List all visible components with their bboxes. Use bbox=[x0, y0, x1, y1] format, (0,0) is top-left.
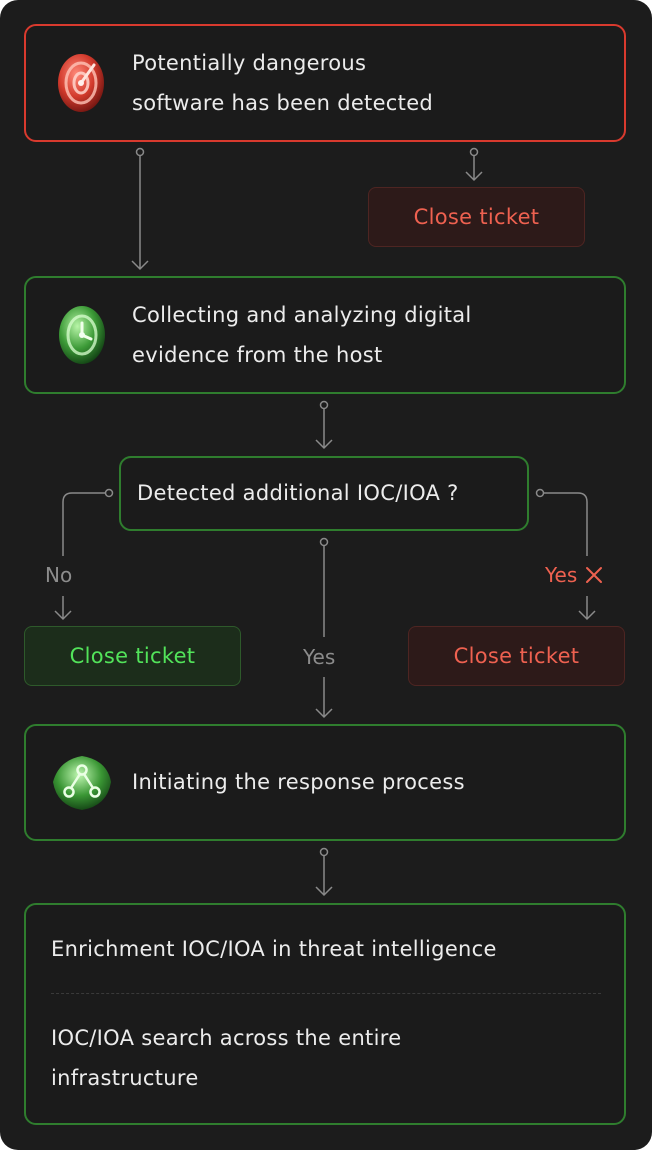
branch-label-no: No bbox=[45, 563, 73, 587]
step-enrichment-text: Enrichment IOC/IOA in threat intelligenc… bbox=[51, 937, 497, 961]
close-x-icon bbox=[586, 567, 603, 583]
step-response-text: Initiating the response process bbox=[132, 770, 465, 794]
branch-label-yes-right: Yes bbox=[545, 563, 603, 587]
arrow-detected-to-close bbox=[465, 147, 483, 182]
arrow-question-yes-right bbox=[535, 488, 596, 621]
step-detected-text: Potentially dangerous software has been … bbox=[132, 51, 434, 115]
green-analysis-icon bbox=[59, 306, 105, 364]
step-detected-box bbox=[24, 24, 626, 142]
decision-question-box bbox=[119, 456, 529, 531]
green-network-icon bbox=[53, 756, 111, 810]
branch-label-yes-right-text: Yes bbox=[545, 563, 578, 587]
arrow-question-yes-center bbox=[315, 537, 333, 719]
arrow-detected-to-collecting bbox=[131, 147, 149, 271]
step-search-text: IOC/IOA search across the entire infrast… bbox=[51, 1026, 402, 1090]
final-actions-divider bbox=[51, 993, 601, 994]
step-collecting-box bbox=[24, 276, 626, 394]
close-ticket-left-button[interactable]: Close ticket bbox=[24, 626, 241, 686]
close-ticket-right-button[interactable]: Close ticket bbox=[408, 626, 625, 686]
arrow-collecting-to-question bbox=[315, 400, 333, 450]
decision-question-text: Detected additional IOC/IOA ? bbox=[137, 481, 459, 505]
branch-label-yes-center: Yes bbox=[303, 645, 336, 669]
final-actions-box bbox=[24, 903, 626, 1125]
step-collecting-text: Collecting and analyzing digital evidenc… bbox=[132, 303, 472, 367]
arrow-response-to-enrichment bbox=[315, 847, 333, 897]
step-response-box bbox=[24, 724, 626, 841]
red-radar-icon bbox=[58, 54, 104, 112]
arrow-question-no bbox=[54, 488, 114, 621]
close-ticket-top-button[interactable]: Close ticket bbox=[368, 187, 585, 247]
